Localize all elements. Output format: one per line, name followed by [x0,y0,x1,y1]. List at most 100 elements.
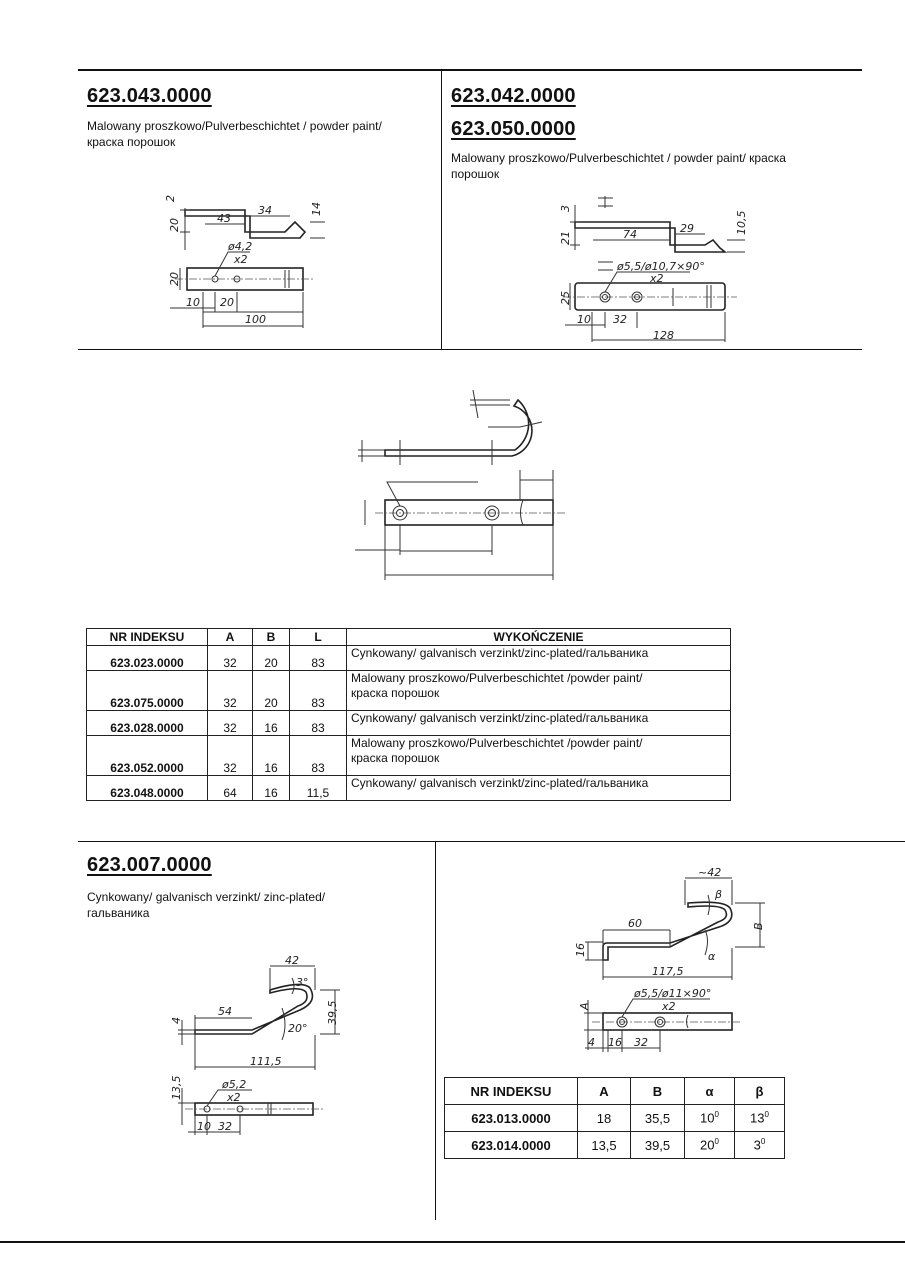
top-section-bottom-rule [78,349,862,350]
dim-label: ~42 [698,866,721,879]
l-cell: 83 [289,645,347,671]
finish-cell: Malowany proszkowo/Pulverbeschichtet /po… [346,735,731,776]
dim-label: 42 [285,954,299,967]
column-header: NR INDEKSU [444,1077,578,1105]
table-row: 623.028.0000 32 16 83 Cynkowany/ galvani… [86,710,731,736]
alpha-cell: 100 [684,1104,735,1132]
dim-label: 20 [220,296,234,309]
a-cell: 32 [207,645,253,671]
drawing-hook-hinge [355,389,565,580]
dim-label: 43 [217,212,231,225]
dim-label: 34 [258,204,272,217]
dim-label: 20° [288,1022,308,1035]
dim-label: 16 [608,1036,622,1049]
b-cell: 20 [252,645,290,671]
table-row: 623.075.0000 32 20 83 Malowany proszkowo… [86,670,731,711]
alpha-value: 10 [700,1110,715,1126]
table-row: 623.048.0000 64 16 11,5 Cynkowany/ galva… [86,775,731,801]
dim-label: 13,5 [170,1076,183,1101]
dim-label: 4 [588,1036,595,1049]
dim-label: 54 [218,1005,232,1018]
dim-label: ø4,2 [227,240,252,253]
dim-label: ø5,2 [221,1078,246,1091]
degree-mark: 0 [714,1110,719,1120]
finish-line: Malowany proszkowo/Pulverbeschichtet / p… [87,119,382,133]
column-header: B [252,628,290,646]
page-bottom-rule [0,1241,905,1243]
beta-cell: 130 [734,1104,785,1132]
dim-label: 14 [310,202,323,216]
beta-value: 13 [750,1110,765,1126]
a-cell: 32 [207,735,253,776]
dim-label: A [578,1002,591,1011]
dim-label: 29 [680,222,694,235]
column-header: WYKOŃCZENIE [346,628,731,646]
bottom-divider [435,842,436,1220]
dim-label: 10 [186,296,200,309]
a-cell: 13,5 [577,1131,631,1159]
b-cell: 20 [252,670,290,711]
dim-label: 21 [559,231,572,245]
finish-line: Cynkowany/ galvanisch verzinkt/zinc-plat… [351,776,649,790]
top-rule [78,69,862,71]
dim-label: 74 [623,228,637,241]
index-cell: 623.052.0000 [86,735,208,776]
b-cell: 35,5 [630,1104,685,1132]
dim-label: B [752,922,765,930]
table-row: 623.023.0000 32 20 83 Cynkowany/ galvani… [86,645,731,671]
product-finish: Malowany proszkowo/Pulverbeschichtet / p… [87,118,382,150]
degree-mark: 0 [714,1137,719,1147]
dim-label: 10,5 [735,211,748,236]
product-title: 623.007.0000 [87,854,212,876]
index-cell: 623.013.0000 [444,1104,578,1132]
index-cell: 623.014.0000 [444,1131,578,1159]
finish-line: гальваника [87,906,150,920]
dim-label: x2 [233,253,248,266]
drawing-623-042: 3 21 74 29 10,5 ø5,5/ø10,7×90° x2 25 10 … [559,196,748,342]
degree-mark: 0 [764,1110,769,1120]
finish-line: Malowany proszkowo/Pulverbeschichtet / p… [451,151,786,165]
dim-label: x2 [649,272,664,285]
top-divider [441,70,442,350]
dim-label: 16 [574,943,587,957]
finish-line: Malowany proszkowo/Pulverbeschichtet /po… [351,736,643,750]
dim-label: 20 [168,218,181,232]
product-title: 623.043.0000 [87,85,212,107]
dim-label: 111,5 [250,1055,282,1068]
degree-mark: 0 [760,1137,766,1147]
dim-label: α [708,950,716,963]
product-finish: Cynkowany/ galvanisch verzinkt/ zinc-pla… [87,889,325,921]
dim-label: 4 [170,1017,183,1024]
dim-label: 100 [245,313,266,326]
b-cell: 16 [252,775,290,801]
product-title: 623.050.0000 [451,118,576,140]
dim-label: 10 [577,313,591,326]
dim-label: x2 [226,1091,241,1104]
finish-cell: Cynkowany/ galvanisch verzinkt/zinc-plat… [346,645,731,671]
b-cell: 16 [252,735,290,776]
beta-value: 3 [753,1137,761,1153]
dim-label: 3° [296,976,309,989]
l-cell: 83 [289,670,347,711]
finish-line: Cynkowany/ galvanisch verzinkt/ zinc-pla… [87,890,326,904]
l-cell: 83 [289,735,347,776]
a-cell: 18 [577,1104,631,1132]
finish-cell: Malowany proszkowo/Pulverbeschichtet /po… [346,670,731,711]
index-cell: 623.023.0000 [86,645,208,671]
dim-label: ø5,5/ø11×90° [633,987,711,1000]
column-header: L [289,628,347,646]
column-header: β [734,1077,785,1105]
beta-cell: 30 [734,1131,785,1159]
drawing-623-013-014: ~42 β 60 B 16 α 117,5 ø5,5/ø11×90° x2 A … [574,866,765,1052]
a-cell: 32 [207,710,253,736]
drawing-623-043: 2 20 43 34 14 ø4,2 x2 20 10 20 100 [164,195,325,328]
dim-label: 10 [197,1120,211,1133]
dim-label: 3 [559,205,572,212]
alpha-cell: 200 [684,1131,735,1159]
table-row: 623.013.0000 18 35,5 100 130 [444,1104,785,1132]
column-header: A [577,1077,631,1105]
dim-label: 32 [634,1036,648,1049]
column-header: α [684,1077,735,1105]
alpha-value: 20 [700,1137,715,1153]
finish-cell: Cynkowany/ galvanisch verzinkt/zinc-plat… [346,710,731,736]
